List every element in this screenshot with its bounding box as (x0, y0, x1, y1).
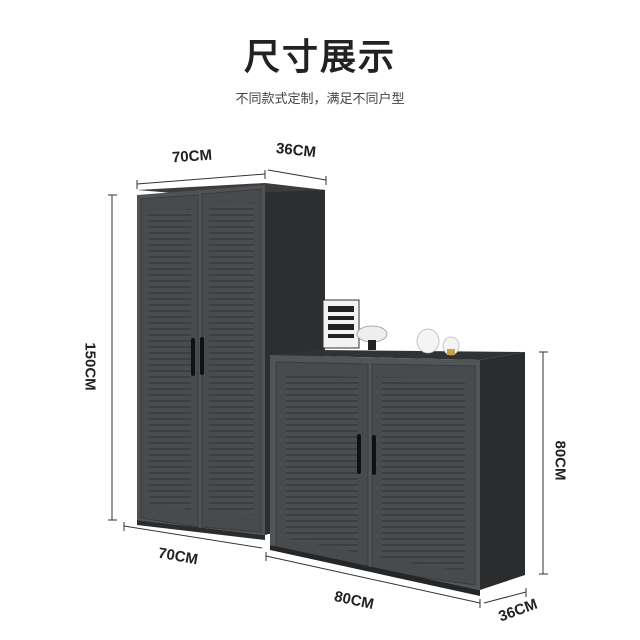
short-cabinet-side (480, 352, 525, 590)
short-handle-right (372, 435, 376, 475)
decor-items (322, 299, 460, 356)
tall-door-left-louver (149, 209, 191, 510)
page-subtitle: 不同款式定制，满足不同户型 (235, 92, 405, 107)
dim-short-height: 80CM (551, 440, 569, 481)
dim-tall-height: 150CM (81, 342, 99, 391)
decor-bowl (356, 325, 388, 343)
page-title: 尺寸展示 (243, 37, 396, 78)
short-cabinet-base (270, 545, 480, 596)
tall-handle-left (191, 338, 195, 376)
short-door-left-louver (286, 375, 358, 553)
decor-vase-1 (416, 328, 440, 354)
short-door-right-louver (382, 377, 465, 572)
tall-door-right-louver (209, 203, 254, 515)
short-handle-left (357, 434, 361, 474)
tall-cabinet-base (137, 520, 265, 540)
tall-handle-right (200, 337, 204, 375)
short-cabinet-top (270, 350, 525, 360)
dimension-lines (108, 169, 548, 608)
dim-tall-width: 70CM (171, 146, 213, 167)
